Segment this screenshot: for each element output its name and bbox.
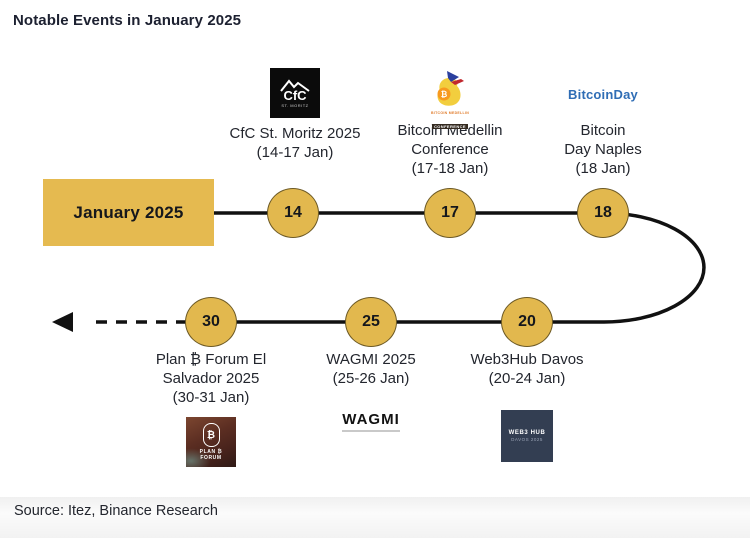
timeline-start-box: January 2025 (43, 179, 214, 246)
event-date: (30-31 Jan) (172, 389, 250, 406)
event-name: Plan ₿ Forum El (155, 351, 267, 368)
source-note: Source: Itez, Binance Research (14, 503, 218, 519)
bitcoin-badge-icon: ₿ (202, 423, 220, 447)
medellin-logo-line2: CONFERENCE (431, 124, 468, 129)
event-date: (17-18 Jan) (411, 160, 489, 177)
event-name: Web3Hub Davos (470, 351, 584, 368)
cfc-logo-text: CfC (283, 88, 307, 103)
node-day-label: 20 (518, 313, 536, 330)
timeline-node-20: 20 (501, 297, 553, 347)
node-day-label: 30 (202, 313, 220, 330)
mountain-icon (280, 79, 310, 92)
event-label-naples: Bitcoin Day Naples (18 Jan) (503, 121, 703, 178)
wagmi-logo-text: WAGMI (342, 411, 400, 428)
web3hub-davos-logo: WEB3 HUB DAVOS 2025 (501, 410, 553, 462)
timeline-node-25: 25 (345, 297, 397, 347)
event-label-planb: Plan ₿ Forum El Salvador 2025 (30-31 Jan… (111, 350, 311, 407)
timeline-node-14: 14 (267, 188, 319, 238)
timeline-node-17: 17 (424, 188, 476, 238)
bitcoin-symbol: ₿ (206, 429, 216, 441)
wagmi-tagline-rule (342, 430, 400, 432)
event-label-medellin: Bitcoin Medellin Conference (17-18 Jan) (350, 121, 550, 178)
event-date: (18 Jan) (575, 160, 631, 177)
node-day-label: 17 (441, 204, 459, 221)
event-name: CfC St. Moritz 2025 (229, 125, 361, 142)
bitcoin-day-naples-logo: BitcoinDay (553, 86, 653, 104)
web3hub-logo-line1: WEB3 HUB (508, 430, 546, 436)
cfc-st-moritz-logo: CfC ST. MORITZ (270, 68, 320, 118)
event-name: Salvador 2025 (162, 370, 260, 387)
timeline-node-18: 18 (577, 188, 629, 238)
bitcoinday-logo-text: BitcoinDay (568, 87, 638, 102)
event-name: Day Naples (564, 141, 642, 158)
timeline-arrowhead-icon (52, 312, 73, 332)
event-label-cfc: CfC St. Moritz 2025 (14-17 Jan) (195, 124, 395, 162)
node-day-label: 25 (362, 313, 380, 330)
bottom-shade (0, 497, 750, 538)
event-date: (25-26 Jan) (332, 370, 410, 387)
event-label-web3hub: Web3Hub Davos (20-24 Jan) (427, 350, 627, 388)
page-title: Notable Events in January 2025 (13, 12, 242, 29)
web3hub-logo-line2: DAVOS 2025 (511, 437, 543, 442)
wagmi-logo: WAGMI (311, 411, 431, 432)
timeline-start-label: January 2025 (73, 202, 184, 222)
planb-logo-line1: PLAN ₿ (199, 449, 223, 455)
node-day-label: 14 (284, 204, 302, 221)
node-day-label: 18 (594, 204, 612, 221)
planb-logo-line2: FORUM (200, 455, 222, 461)
timeline-node-30: 30 (185, 297, 237, 347)
event-name: Conference (411, 141, 489, 158)
bitcoin-medellin-logo: ₿ BITCOIN MEDELLIN CONFERENCE (427, 70, 473, 129)
medellin-map-bird-icon: ₿ (437, 71, 464, 106)
medellin-logo-line1: BITCOIN MEDELLIN (430, 111, 470, 115)
event-name: WAGMI 2025 (326, 351, 416, 368)
cfc-logo-subtext: ST. MORITZ (281, 103, 309, 108)
event-date: (14-17 Jan) (256, 144, 334, 161)
plan-b-forum-logo: ₿ PLAN ₿ FORUM (186, 417, 236, 467)
event-date: (20-24 Jan) (488, 370, 566, 387)
timeline-solid-line (211, 211, 706, 324)
bitcoin-symbol: ₿ (441, 90, 448, 99)
event-name: Bitcoin Medellin (397, 122, 503, 139)
event-name: Bitcoin (580, 122, 626, 139)
event-label-wagmi: WAGMI 2025 (25-26 Jan) (271, 350, 471, 388)
